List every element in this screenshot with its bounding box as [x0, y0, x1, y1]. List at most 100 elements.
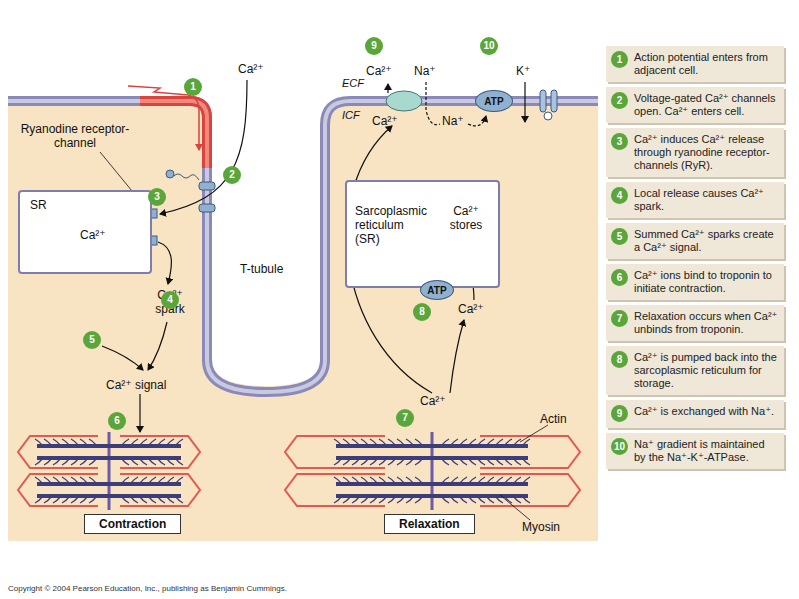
myosin-head [157, 477, 165, 484]
myosin-head [343, 439, 351, 446]
node-text: Ca²⁺ stores [442, 204, 490, 264]
part-label: Myosin [522, 520, 560, 534]
myosin-head [130, 496, 138, 503]
ligand-linker [174, 174, 199, 180]
part-label: Ca²⁺ [372, 114, 398, 128]
myosin-head [175, 458, 183, 465]
myosin-head [175, 439, 183, 446]
m-line [431, 432, 434, 510]
myosin-head [71, 458, 79, 465]
actin-filament [480, 436, 580, 468]
callout-number: 6 [611, 269, 628, 286]
myosin-head [352, 477, 360, 484]
callout-number: 7 [611, 310, 628, 327]
myosin-head [166, 496, 174, 503]
myosin-head [148, 496, 156, 503]
myosin-head [334, 458, 342, 465]
part-label: Na⁺ [414, 64, 436, 78]
actin-filament [285, 474, 385, 506]
step-box: 4Local release causes Ca²⁺ spark. [606, 182, 784, 218]
callout-number: 1 [184, 78, 202, 96]
myosin-head [477, 458, 485, 465]
callout-number: 5 [611, 228, 628, 245]
node-text: Relaxation [399, 517, 460, 531]
node-text: ATP [484, 96, 503, 107]
myosin-head [379, 439, 387, 446]
myosin-head [406, 496, 414, 503]
myosin-head [370, 496, 378, 503]
action-potential-arrow [128, 86, 199, 150]
myosin-head [343, 458, 351, 465]
myosin-head [397, 477, 405, 484]
myosin-head [35, 439, 43, 446]
myosin-head [62, 496, 70, 503]
callout-number: 3 [148, 188, 166, 206]
callout-number: 10 [480, 37, 498, 55]
myosin-head [89, 496, 97, 503]
actin-filament [120, 474, 200, 506]
myosin-head [504, 477, 512, 484]
myosin-head [459, 439, 467, 446]
myosin-head [71, 439, 79, 446]
summation-arrow [102, 346, 143, 370]
myosin-head [148, 477, 156, 484]
myosin-head [71, 477, 79, 484]
myosin-head [406, 458, 414, 465]
node-text: Contraction [99, 517, 166, 531]
myosin-head [513, 458, 521, 465]
callout-number: 2 [223, 166, 241, 184]
myosin-head [157, 496, 165, 503]
myosin-head [513, 477, 521, 484]
calcium-channel [199, 204, 215, 212]
node-text: Ca²⁺ [80, 228, 140, 242]
step-box: 2Voltage-gated Ca²⁺ channels open. Ca²⁺ … [606, 87, 784, 123]
myosin-head [459, 477, 467, 484]
part-label: K⁺ [516, 64, 530, 78]
actin-filament [18, 436, 98, 468]
myosin-head [468, 439, 476, 446]
potassium-in-arrow [524, 82, 525, 122]
myosin-head [53, 458, 61, 465]
state-label-box: Contraction [84, 514, 181, 534]
myosin-head [343, 496, 351, 503]
myosin-head [441, 439, 449, 446]
myosin-head [370, 439, 378, 446]
myosin-head [388, 477, 396, 484]
myosin-head [334, 477, 342, 484]
channel-ligand [166, 170, 174, 178]
myosin-head [486, 439, 494, 446]
actin-filament [120, 436, 200, 468]
part-label: Actin [540, 412, 567, 426]
myosin-head [388, 458, 396, 465]
myosin-head [450, 458, 458, 465]
myosin-head [522, 496, 530, 503]
myosin-head [121, 496, 129, 503]
myosin-head [495, 439, 503, 446]
myosin-head [62, 458, 70, 465]
myosin-head [139, 496, 147, 503]
myosin-head [334, 439, 342, 446]
myosin-head [361, 439, 369, 446]
myosin-head [415, 496, 423, 503]
myosin-head [495, 477, 503, 484]
myosin-head [121, 458, 129, 465]
m-line [108, 432, 111, 510]
myosin-head [35, 496, 43, 503]
part-label: T-tubule [240, 262, 283, 276]
myosin-head [370, 477, 378, 484]
calcium-out-arrow [387, 84, 388, 93]
leader-line [520, 425, 548, 442]
sodium-to-pump-arrow [468, 116, 486, 126]
myosin-head [361, 458, 369, 465]
myosin-head [522, 477, 530, 484]
myosin-head [62, 439, 70, 446]
myosin-head [80, 458, 88, 465]
myosin-head [513, 439, 521, 446]
node-text: Voltage-gated Ca²⁺ channels open. Ca²⁺ e… [634, 92, 778, 118]
myosin-head [44, 458, 52, 465]
myosin-head [175, 496, 183, 503]
part-label: Ca²⁺ [420, 394, 446, 408]
node-text: Local release causes Ca²⁺ spark. [634, 187, 778, 213]
myosin-head [397, 496, 405, 503]
myosin-head [504, 439, 512, 446]
